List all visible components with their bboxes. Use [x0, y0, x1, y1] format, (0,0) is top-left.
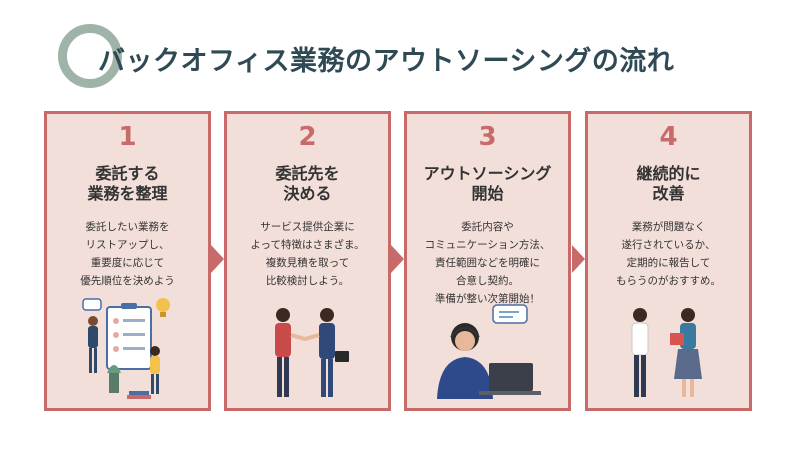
handshake-illustration [275, 308, 349, 397]
step-description: 業務が問題なく 遂行されているか、 定期的に報告して もらうのがおすすめ。 [616, 221, 721, 287]
operator-laptop-illustration [437, 304, 541, 399]
step-heading: 継続的に 改善 [636, 164, 701, 203]
step-description: 委託したい業務を リストアップし、 重要度に応じて 優先順位を決めよう [80, 221, 175, 287]
task-checklist-illustration [82, 298, 170, 399]
step-description: 委託内容や コミュニケーション方法、 責任範囲などを明確に 合意し契約。 準備が… [424, 221, 551, 305]
reporting-illustration [631, 308, 702, 397]
step-card-2: 2 委託先を 決める サービス提供企業に よって特徴はさまざま。 複数見積を取っ… [224, 111, 391, 411]
page-title: バックオフィス業務のアウトソーシングの流れ [98, 46, 675, 77]
step-card-1: 1 委託する 業務を整理 委託したい業務を リストアップし、 重要度に応じて 優… [44, 111, 211, 411]
step-card-3: 3 アウトソーシング 開始 委託内容や コミュニケーション方法、 責任範囲などを… [404, 111, 571, 411]
title-circle-decoration [58, 24, 122, 88]
step-number: 3 [478, 122, 497, 152]
step-number: 4 [659, 122, 678, 152]
flow-arrow-2 [391, 245, 404, 273]
flow-arrow-1 [211, 245, 224, 273]
step-number: 1 [118, 122, 137, 152]
step-heading: 委託する 業務を整理 [87, 164, 168, 203]
step-heading: 委託先を 決める [275, 164, 340, 203]
step-description: サービス提供企業に よって特徴はさまざま。 複数見積を取って 比較検討しよう。 [250, 221, 365, 287]
step-card-4: 4 継続的に 改善 業務が問題なく 遂行されているか、 定期的に報告して もらう… [585, 111, 752, 411]
flow-arrow-3 [572, 245, 585, 273]
step-heading: アウトソーシング 開始 [423, 164, 552, 203]
step-number: 2 [298, 122, 317, 152]
